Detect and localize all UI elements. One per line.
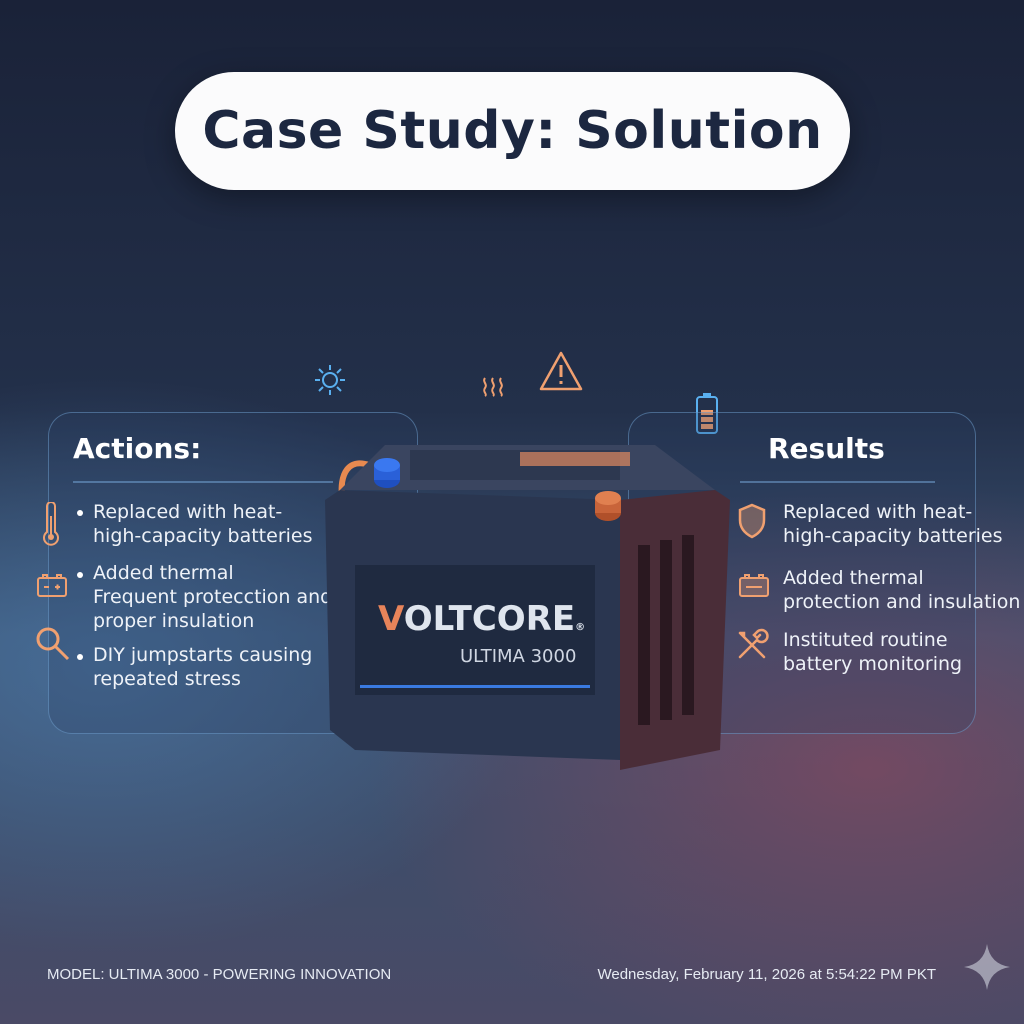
sparkle-icon [964, 944, 1010, 990]
title-banner: Case Study: Solution [175, 72, 850, 190]
footer-model: MODEL: ULTIMA 3000 - POWERING INNOVATION [47, 966, 392, 983]
tools-icon [738, 628, 769, 659]
svg-text:VOLTCORE®: VOLTCORE® [378, 599, 585, 639]
battery-level-icon [696, 393, 718, 434]
battery-icon [739, 574, 769, 597]
brand-v: V [378, 599, 405, 639]
bullet [77, 510, 83, 516]
actions-heading: Actions: [73, 432, 202, 465]
thermometer-icon [43, 502, 59, 546]
heat-waves-icon [483, 377, 503, 397]
footer-timestamp: Wednesday, February 11, 2026 at 5:54:22 … [597, 966, 936, 983]
actions-divider [73, 481, 333, 483]
bullet [77, 654, 83, 660]
shield-icon [738, 503, 766, 539]
brand-name: OLTCORE [404, 599, 575, 639]
battery-illustration: VOLTCORE® ULTIMA 3000 [325, 445, 730, 770]
results-divider [740, 481, 935, 483]
battery-model: ULTIMA 3000 [460, 646, 576, 667]
page-title: Case Study: Solution [202, 101, 823, 161]
results-heading: Results [768, 432, 885, 465]
bullet [77, 572, 83, 578]
sun-icon [315, 365, 345, 395]
warning-icon [539, 351, 583, 391]
magnifier-icon [36, 627, 70, 661]
result-item-1: Replaced with heat-high-capacity batteri… [783, 501, 1003, 547]
registered-mark: ® [575, 622, 585, 633]
action-item-1: Replaced with heat-high-capacity batteri… [93, 501, 313, 547]
battery-icon [37, 574, 67, 597]
